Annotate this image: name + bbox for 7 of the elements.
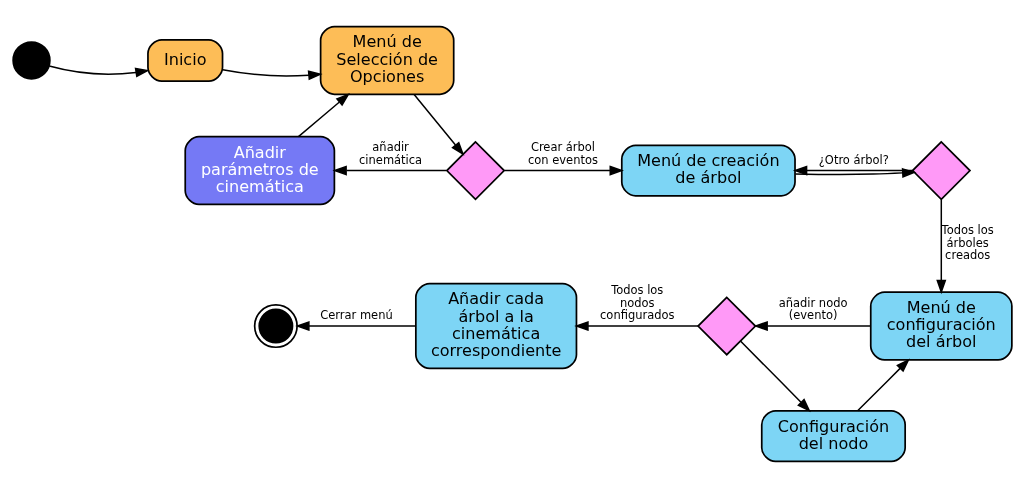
edge-label: Todos los nodos configurados	[600, 282, 675, 322]
edge-label: Crear árbol con eventos	[528, 139, 598, 167]
edge-label: añadir cinemática	[359, 139, 423, 167]
edge-label: añadir nodo (evento)	[778, 295, 848, 322]
edge-label: Todos los árboles creados	[941, 222, 994, 262]
edge-label: Cerrar menú	[320, 307, 393, 322]
edge-label: ¿Otro árbol?	[818, 152, 889, 167]
